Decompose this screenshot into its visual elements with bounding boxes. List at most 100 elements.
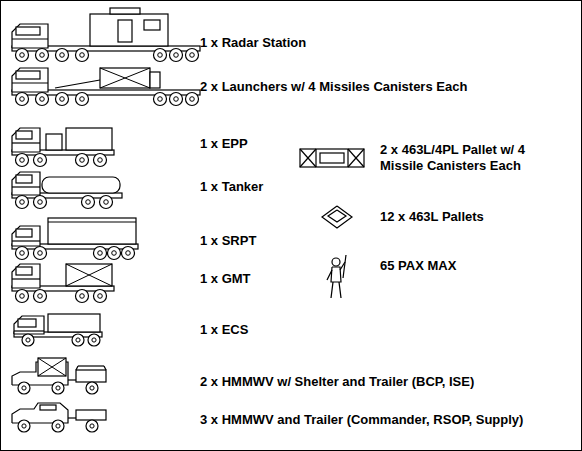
wheel [94, 154, 107, 167]
soldier-arm [327, 270, 332, 280]
generator-box [66, 128, 112, 150]
cargo-box [38, 358, 66, 376]
wheel [94, 290, 107, 303]
cross-mark [348, 149, 364, 167]
vehicle-label: 1 x ECS [200, 322, 248, 338]
wheel-hub [22, 424, 26, 428]
vehicle-label: 12 x 463L Pallets [380, 209, 484, 225]
wheel-hub [90, 386, 94, 390]
vehicle-label: 1 x SRPT [200, 233, 256, 249]
cab-line [12, 38, 48, 39]
wheel-hub [190, 97, 195, 102]
wheel [18, 382, 30, 394]
wheel-hub [98, 251, 103, 256]
shelter-door [118, 20, 132, 42]
soldier-rifle [343, 255, 346, 278]
wheel-hub [98, 294, 103, 299]
cab-line [12, 186, 40, 187]
launcher-arm [55, 80, 100, 88]
wheel [52, 382, 64, 394]
wheel [82, 196, 95, 209]
wheel [122, 247, 135, 260]
radar-roof-box [110, 8, 140, 14]
wheel-hub [76, 338, 80, 342]
wheel [16, 247, 29, 260]
cargo-box [66, 264, 112, 286]
cross-mark [66, 264, 112, 286]
truck-cab [12, 128, 40, 152]
vehicles [12, 8, 364, 432]
wheel [94, 247, 107, 260]
trailer-box [76, 370, 106, 382]
pallet-icon-top [328, 210, 346, 222]
cross-mark [300, 149, 316, 167]
cab-window [16, 267, 32, 275]
wheel-hub [38, 294, 43, 299]
wheel [186, 93, 199, 106]
wheel-hub [56, 386, 60, 390]
cross-mark [300, 149, 316, 167]
vehicle-label: 2 x HMMWV w/ Shelter and Trailer (BCP, I… [200, 374, 474, 390]
wheel [86, 420, 98, 432]
vehicle-label: 1 x GMT [200, 271, 251, 287]
wheel-hub [56, 424, 60, 428]
wheel [154, 93, 167, 106]
wheel [88, 334, 100, 346]
wheel-hub [20, 97, 25, 102]
wheel [18, 420, 30, 432]
wheel-hub [38, 251, 43, 256]
cab-window [16, 27, 40, 35]
wheel-hub [20, 200, 25, 205]
wheel [108, 247, 121, 260]
cab-window [16, 131, 32, 139]
cab-line [12, 278, 40, 279]
wheel-hub [20, 158, 25, 163]
hmmwv-window [40, 405, 56, 410]
soldier-leg [331, 282, 333, 298]
truck-cab [12, 68, 48, 92]
soldier-leg [339, 282, 341, 298]
vehicle-label: 3 x HMMWV and Trailer (Commander, RSOP, … [200, 412, 523, 428]
wheel [186, 49, 199, 62]
wheel [34, 196, 47, 209]
wheel [22, 334, 34, 346]
pallet-inner [320, 153, 344, 163]
wheel [36, 93, 49, 106]
wheel-hub [60, 97, 65, 102]
wheel [34, 247, 47, 260]
launcher-base [150, 72, 160, 88]
cab-window [18, 319, 36, 327]
wheel-hub [80, 158, 85, 163]
soldier-body [331, 267, 341, 282]
radar-shelter [90, 14, 168, 46]
equipment-box [46, 134, 62, 150]
pallet-icon [322, 206, 352, 228]
wheel-hub [22, 386, 26, 390]
truck-cab [12, 226, 40, 246]
wheel [76, 290, 89, 303]
wheel [170, 49, 183, 62]
wheel-hub [90, 424, 94, 428]
wheel-hub [80, 294, 85, 299]
wheel-hub [80, 53, 85, 58]
wheel-hub [174, 53, 179, 58]
wheel [34, 154, 47, 167]
cab-line [12, 142, 40, 143]
wheel [76, 154, 89, 167]
wheel-hub [40, 53, 45, 58]
vehicle-label: 1 x EPP [200, 136, 248, 152]
wheel-hub [20, 53, 25, 58]
trailer-cover [104, 366, 106, 370]
wheel-hub [158, 97, 163, 102]
vehicle-label: 1 x Tanker [200, 179, 263, 195]
wheel-hub [26, 338, 30, 342]
wheel [16, 49, 29, 62]
truck-cab [12, 24, 48, 48]
trailer-drawbar [68, 417, 76, 418]
wheel [56, 93, 69, 106]
wheel [76, 93, 89, 106]
soldier-head [332, 258, 340, 266]
wheel-hub [20, 251, 25, 256]
